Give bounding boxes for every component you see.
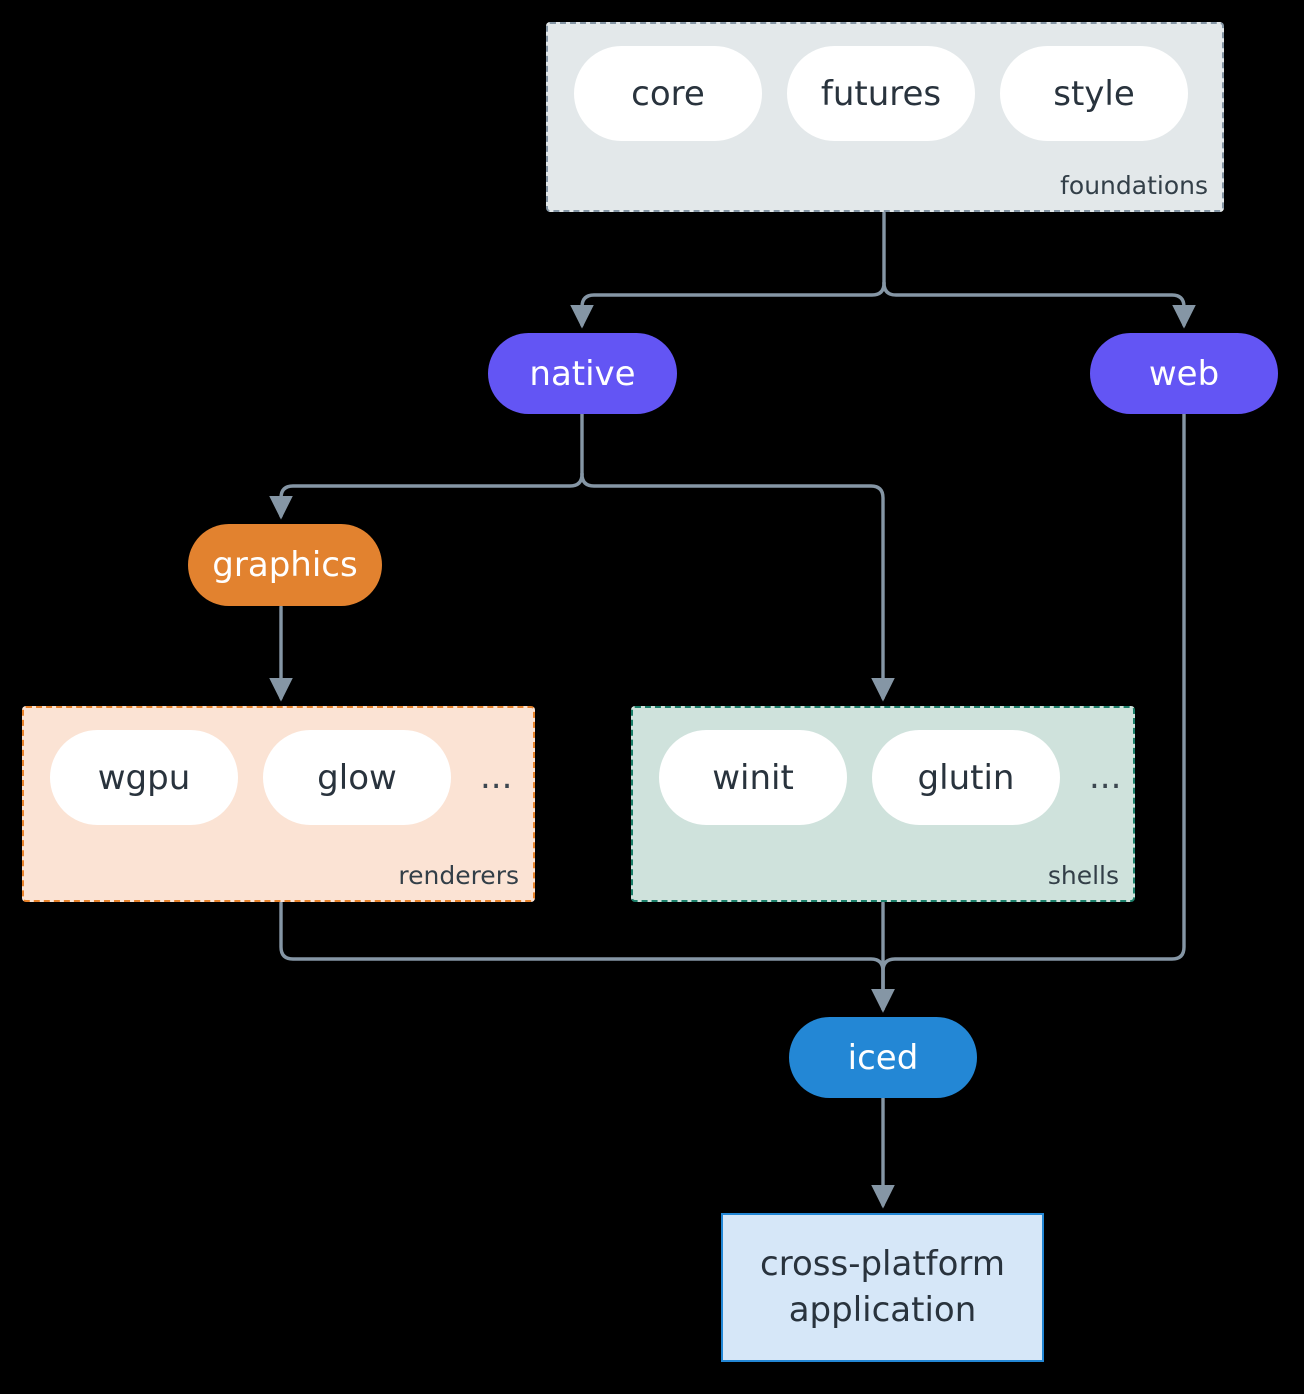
renderers-items: wgpu glow ... bbox=[50, 730, 516, 825]
group-foundations: core futures style foundations bbox=[546, 22, 1224, 212]
node-glow[interactable]: glow bbox=[263, 730, 451, 825]
edge-native-shells bbox=[580, 472, 895, 702]
edge-renderers-iced bbox=[279, 901, 895, 1013]
node-native[interactable]: native bbox=[488, 333, 677, 414]
node-glutin[interactable]: glutin bbox=[872, 730, 1060, 825]
node-winit[interactable]: winit bbox=[659, 730, 847, 825]
node-core[interactable]: core bbox=[574, 46, 762, 141]
renderers-ellipsis: ... bbox=[480, 757, 513, 797]
node-cross-platform-application[interactable]: cross-platform application bbox=[721, 1213, 1044, 1362]
shells-ellipsis: ... bbox=[1089, 757, 1122, 797]
group-label-renderers: renderers bbox=[398, 861, 519, 890]
node-graphics[interactable]: graphics bbox=[188, 524, 382, 606]
node-iced[interactable]: iced bbox=[789, 1017, 977, 1098]
group-shells: winit glutin ... shells bbox=[631, 706, 1135, 902]
app-line-1: cross-platform bbox=[760, 1243, 1005, 1284]
node-wgpu[interactable]: wgpu bbox=[50, 730, 238, 825]
node-web[interactable]: web bbox=[1090, 333, 1278, 414]
edge-foundations-web bbox=[882, 281, 1196, 329]
edge-native-graphics bbox=[269, 472, 584, 520]
group-label-shells: shells bbox=[1047, 861, 1119, 890]
node-futures[interactable]: futures bbox=[787, 46, 975, 141]
node-style[interactable]: style bbox=[1000, 46, 1188, 141]
foundations-items: core futures style bbox=[574, 46, 1188, 141]
group-label-foundations: foundations bbox=[1060, 171, 1208, 200]
app-line-2: application bbox=[788, 1289, 977, 1330]
shells-items: winit glutin ... bbox=[659, 730, 1125, 825]
group-renderers: wgpu glow ... renderers bbox=[22, 706, 535, 902]
edge-foundations-native bbox=[570, 281, 886, 329]
